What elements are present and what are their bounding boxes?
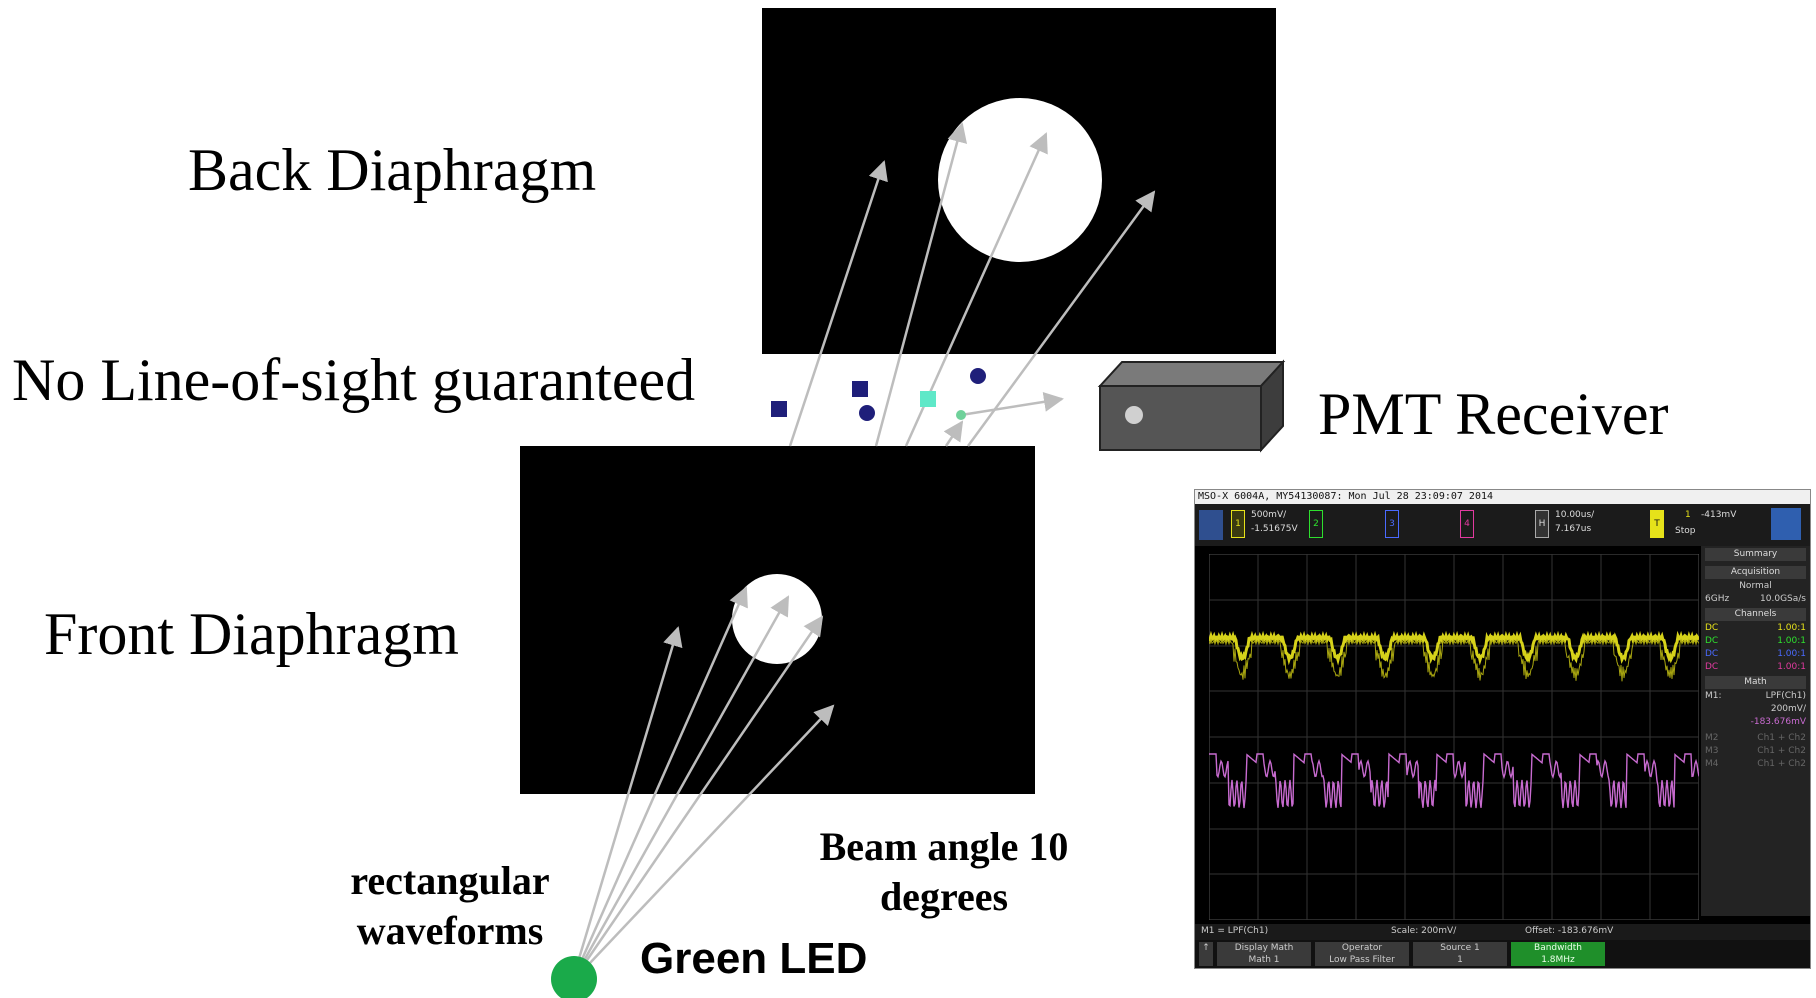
back-arrow-icon[interactable]: ↑ — [1199, 942, 1213, 966]
ch1-trace — [1209, 630, 1699, 666]
ch1-trace-noise — [1209, 638, 1699, 682]
no-line-of-sight-label: No Line-of-sight guaranteed — [12, 347, 696, 413]
oscilloscope-screen: MSO-X 6004A, MY54130087: Mon Jul 28 23:0… — [1194, 489, 1811, 969]
trigger-source: 1 — [1685, 510, 1691, 520]
particle-square-teal — [920, 391, 936, 407]
ch4-button[interactable]: 4 — [1460, 510, 1474, 538]
waveform-display — [1209, 554, 1699, 920]
pmt-receiver-label: PMT Receiver — [1318, 381, 1669, 447]
green-led — [551, 956, 597, 998]
particle-square-1 — [771, 401, 787, 417]
scope-home-icon[interactable] — [1199, 510, 1223, 540]
green-led-label: Green LED — [640, 934, 868, 983]
ch1-scale: 500mV/ — [1251, 510, 1287, 520]
acq-mode: Normal — [1739, 581, 1772, 591]
particle-square-2 — [852, 381, 868, 397]
particle-circle-2 — [970, 368, 986, 384]
math-status-bar: M1 = LPF(Ch1) Scale: 200mV/ Offset: -183… — [1195, 924, 1810, 940]
particle-circle-green — [956, 410, 966, 420]
acquisition-header: Acquisition — [1705, 566, 1806, 579]
trigger-button[interactable]: T — [1650, 510, 1664, 538]
math-m1-offset: -183.676mV — [1750, 717, 1806, 727]
rectangular-waveforms-label: rectangular waveforms — [350, 858, 550, 953]
ch2-button[interactable]: 2 — [1309, 510, 1323, 538]
trigger-level: -413mV — [1701, 510, 1737, 520]
beam-angle-label: Beam angle 10 degrees — [819, 824, 1069, 919]
math-trace — [1209, 752, 1699, 809]
led-rays — [570, 586, 835, 983]
math-m1-row: M1:LPF(Ch1) — [1705, 691, 1806, 701]
waveform-icon[interactable] — [1771, 508, 1801, 540]
ch1-offset: -1.51675V — [1251, 524, 1298, 534]
particle-circle-1 — [859, 405, 875, 421]
time-scale: 10.00us/ — [1555, 510, 1595, 520]
back-diaphragm-label: Back Diaphragm — [188, 137, 597, 203]
math-m1-scale: 200mV/ — [1770, 704, 1806, 714]
run-state: Stop — [1675, 526, 1696, 536]
math-offset: Offset: -183.676mV — [1525, 926, 1614, 936]
scope-top-bar: 1 500mV/ -1.51675V 2 3 4 H 10.00us/ 7.16… — [1195, 504, 1810, 546]
ch1-button[interactable]: 1 — [1231, 510, 1245, 538]
channels-header: Channels — [1705, 608, 1806, 621]
ch3-button[interactable]: 3 — [1385, 510, 1399, 538]
scope-title: MSO-X 6004A, MY54130087: Mon Jul 28 23:0… — [1195, 490, 1810, 504]
horizontal-button[interactable]: H — [1535, 510, 1549, 538]
math-header: Math — [1705, 676, 1806, 689]
front-diaphragm-label: Front Diaphragm — [44, 601, 459, 667]
back-diaphragm-aperture — [938, 98, 1102, 262]
pmt-receiver-box — [1097, 359, 1286, 453]
time-delay: 7.167us — [1555, 524, 1592, 534]
math-scale: Scale: 200mV/ — [1391, 926, 1457, 936]
math-status: M1 = LPF(Ch1) — [1201, 926, 1269, 936]
summary-tab[interactable]: Summary — [1705, 548, 1806, 561]
